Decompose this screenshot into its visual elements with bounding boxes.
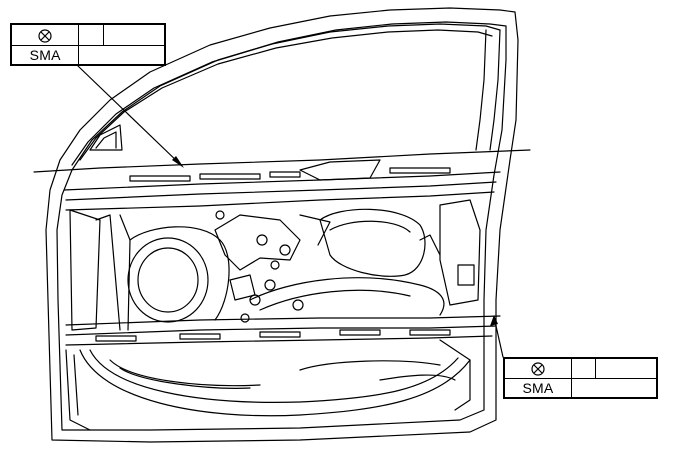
spot-weld-cell [10,24,80,46]
callout-empty-cell [595,357,657,380]
spot-weld-icon [531,362,545,376]
callout-empty-cell [102,24,166,46]
leader-lines [77,65,504,358]
inner-panel [69,199,481,331]
method-label: SMA [504,378,572,398]
upper-belt-rail [33,149,531,211]
weld-callout-upper: SMA [10,23,166,66]
window-frame [71,23,501,166]
spot-weld-cell [504,357,572,380]
callout-empty-cell [570,378,658,398]
callout-empty-cell [78,44,165,66]
leader-arrowheads [172,156,498,326]
door-bottom-contours [65,339,471,431]
weld-callout-table: SMA [10,24,166,66]
callout-empty-cell [570,357,597,380]
method-label: SMA [10,44,80,66]
spot-weld-icon [38,28,52,43]
callout-empty-cell [78,24,104,46]
lower-reinforcement-rail [65,315,501,346]
weld-callout-table: SMA [504,357,658,398]
weld-callout-lower: SMA [503,357,658,399]
